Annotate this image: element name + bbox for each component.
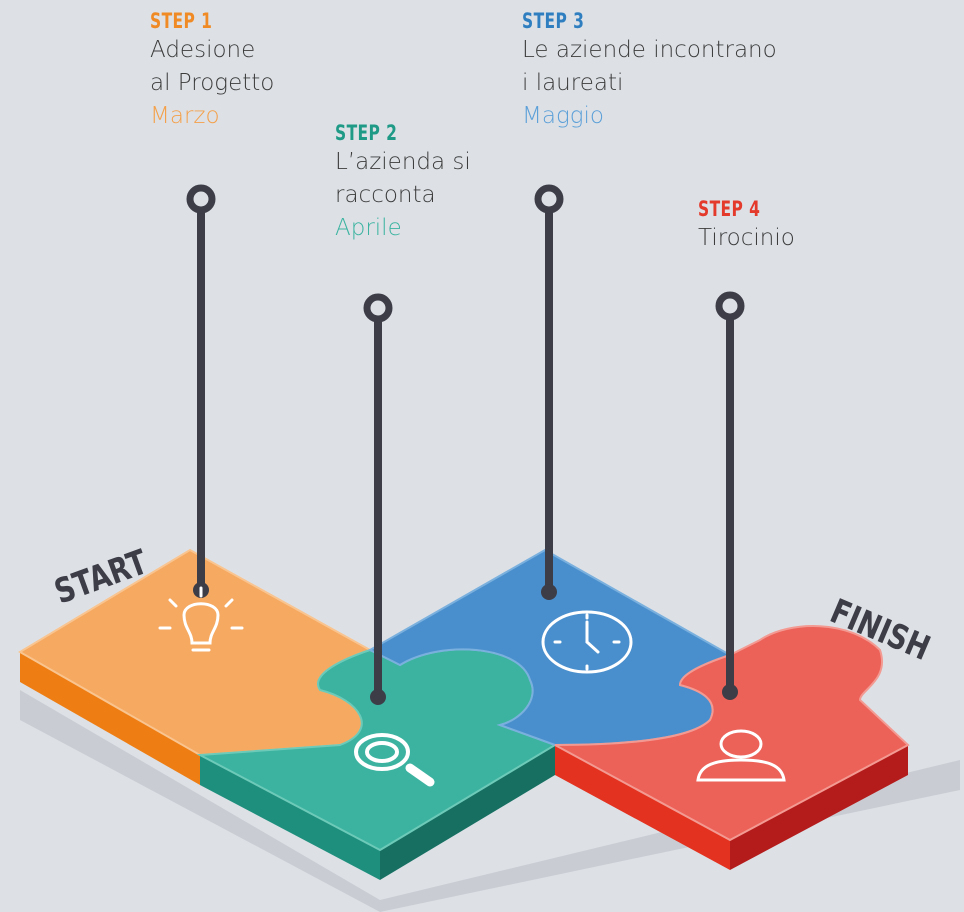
user-icon [696,729,786,782]
step2-text: STEP 2 L’azienda si racconta Aprile [335,120,471,245]
puzzle-shadow [20,690,960,912]
clock-icon [541,610,633,674]
pin-step4 [715,291,745,700]
step1-line1: Adesione [150,37,256,63]
step1-text: STEP 1 Adesione al Progetto Marzo [150,8,274,133]
step2-label: STEP 2 [335,121,398,145]
step3-label: STEP 3 [522,9,585,33]
pin-step3 [534,184,564,600]
step3-line2: i laureati [522,70,624,96]
step1-label: STEP 1 [150,9,213,33]
pin-step2 [363,293,393,705]
step4-line1: Tirocinio [698,225,795,251]
step2-month: Aprile [335,215,402,241]
step1-line2: al Progetto [150,70,275,96]
step2-line2: racconta [335,182,436,208]
step3-text: STEP 3 Le aziende incontrano i laureati … [522,8,777,133]
step4-label: STEP 4 [698,197,761,221]
step2-line1: L’azienda si [335,149,471,175]
step1-month: Marzo [150,103,220,129]
puzzle-piece-step2 [196,648,558,880]
step3-line1: Le aziende incontrano [522,37,777,63]
step4-text: STEP 4 Tirocinio [698,196,795,255]
magnifier-icon [354,733,435,787]
lightbulb-icon [158,586,244,652]
step3-month: Maggio [522,103,605,129]
pin-step1 [186,184,216,598]
